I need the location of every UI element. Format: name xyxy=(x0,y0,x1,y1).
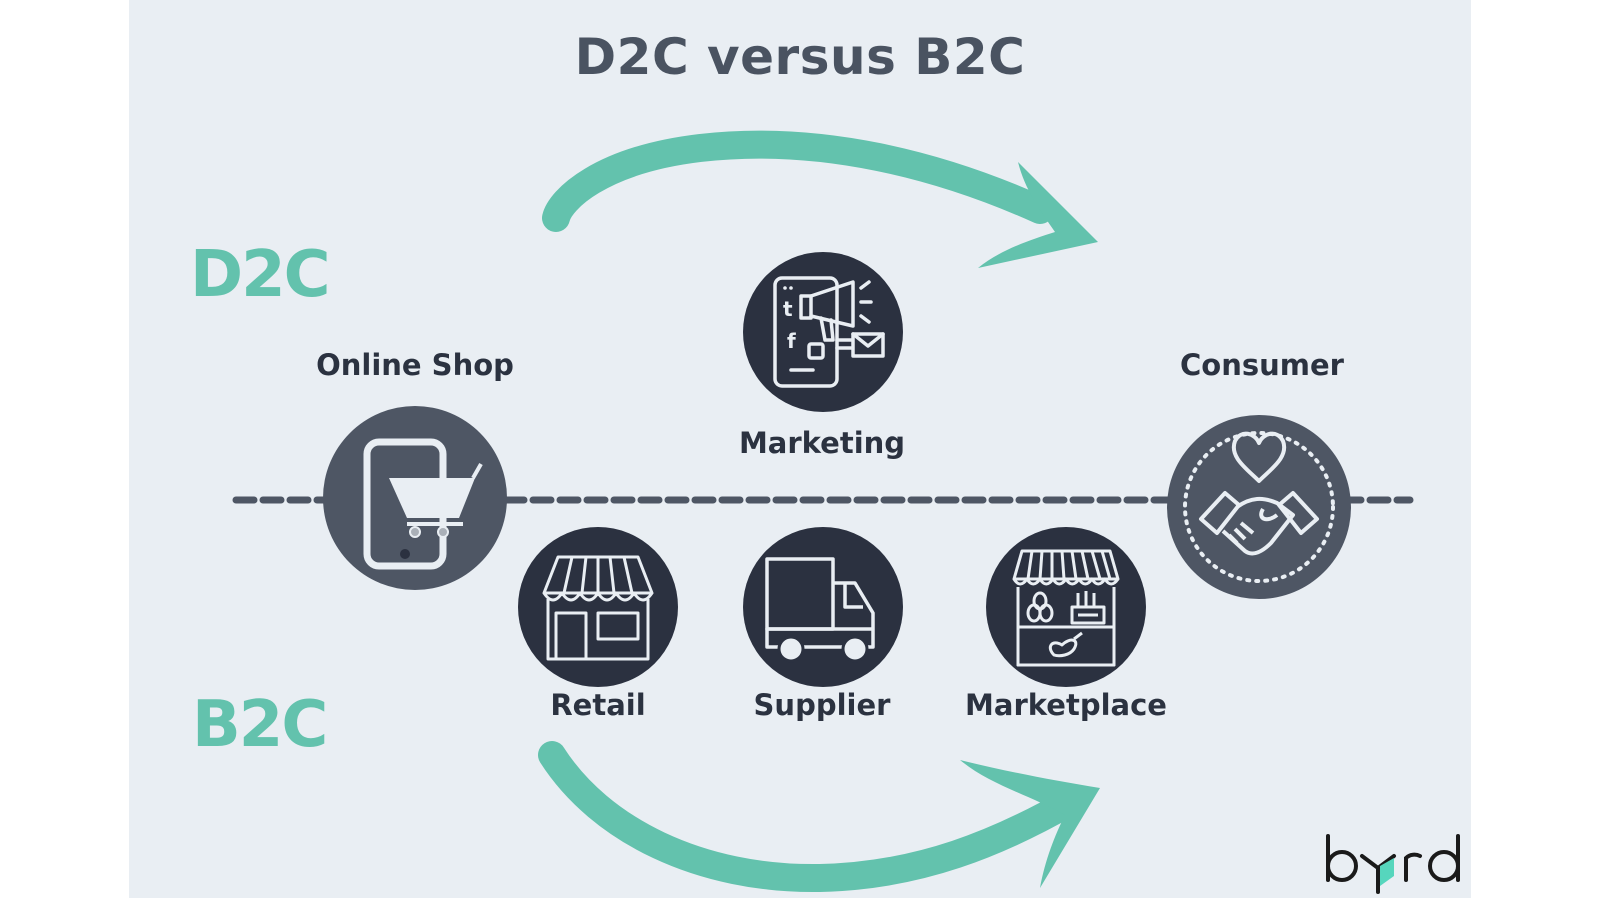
handshake-heart-icon xyxy=(1183,431,1335,583)
svg-text:f: f xyxy=(787,329,796,353)
consumer-label: Consumer xyxy=(1180,348,1344,382)
b2c-lane-label: B2C xyxy=(192,688,328,762)
byrd-logo: byrd xyxy=(1322,826,1472,896)
diagram-title: D2C versus B2C xyxy=(574,28,1026,86)
market-stall-icon xyxy=(1012,549,1120,667)
marketplace-label: Marketplace xyxy=(965,688,1167,722)
byrd-logo-icon xyxy=(1326,834,1460,894)
delivery-truck-icon xyxy=(765,557,875,663)
marketing-label: Marketing xyxy=(738,426,906,460)
online-shop-label: Online Shop xyxy=(316,348,514,382)
supplier-node xyxy=(743,527,903,687)
d2c-lane-label: D2C xyxy=(190,238,331,312)
supplier-label: Supplier xyxy=(753,688,891,722)
retail-label: Retail xyxy=(550,688,646,722)
marketing-node: t f xyxy=(743,252,903,412)
online-shop-node xyxy=(323,406,507,590)
storefront-icon xyxy=(542,555,654,661)
svg-text:t: t xyxy=(783,297,793,321)
phone-megaphone-icon: t f xyxy=(773,276,885,388)
phone-cart-icon xyxy=(363,438,483,570)
consumer-node xyxy=(1167,415,1351,599)
marketplace-node xyxy=(986,527,1146,687)
retail-node xyxy=(518,527,678,687)
